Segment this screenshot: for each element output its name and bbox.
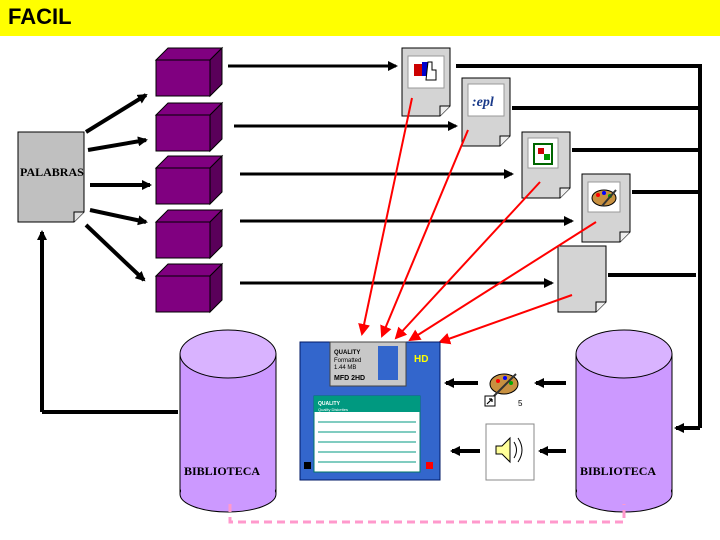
word-cubes (154, 46, 224, 314)
document-3 (521, 131, 571, 199)
cube-1 (154, 46, 224, 98)
cube-3 (154, 154, 224, 206)
paint-palette-icon (591, 189, 617, 207)
cube-5 (154, 262, 224, 314)
library-link-dashed (228, 504, 626, 524)
document-4 (581, 173, 631, 243)
floppy-label-2: Formatted (334, 358, 361, 364)
document-1 (401, 47, 451, 117)
floppy-disk-icon: QUALITY Formatted 1.44 MB MFD 2HD HD QUA… (299, 341, 441, 481)
floppy-sticker-sub: Quality Diskettes (318, 407, 348, 412)
red-arrows (358, 97, 597, 345)
feedback-arrow (37, 230, 178, 414)
document-5 (557, 245, 607, 313)
hand-pointer-icon (414, 61, 437, 81)
library-left: BIBLIOTECA (179, 329, 277, 513)
paint-shortcut-icon[interactable]: 5 (484, 366, 526, 410)
floppy-label-4: MFD 2HD (334, 375, 365, 382)
shortcut-badge: 5 (518, 399, 523, 408)
cube-2 (154, 101, 224, 153)
library-right-label: BIBLIOTECA (580, 464, 656, 478)
speaker-sound-icon[interactable] (485, 423, 535, 481)
library-left-label: BIBLIOTECA (184, 464, 260, 478)
recycle-document-icon (533, 143, 553, 165)
page-title: FACIL (8, 4, 72, 29)
document-2: :epl (461, 77, 511, 147)
floppy-hd-mark: HD (414, 354, 428, 365)
collector-lines (456, 64, 702, 428)
cube-4 (154, 208, 224, 260)
cube-to-document-arrows (228, 61, 574, 288)
floppy-label-1: QUALITY (334, 350, 360, 356)
library-right: BIBLIOTECA (575, 329, 673, 513)
title-bar: FACIL (0, 0, 720, 36)
epl-logo-icon: :epl (472, 95, 494, 110)
library-to-floppy-arrows (444, 378, 566, 456)
palabras-label: PALABRAS (20, 165, 84, 179)
floppy-sticker-title: QUALITY (318, 401, 341, 407)
floppy-label-3: 1.44 MB (334, 365, 356, 371)
palabras-document: PALABRAS (17, 131, 85, 223)
fan-out-arrows (84, 93, 152, 282)
